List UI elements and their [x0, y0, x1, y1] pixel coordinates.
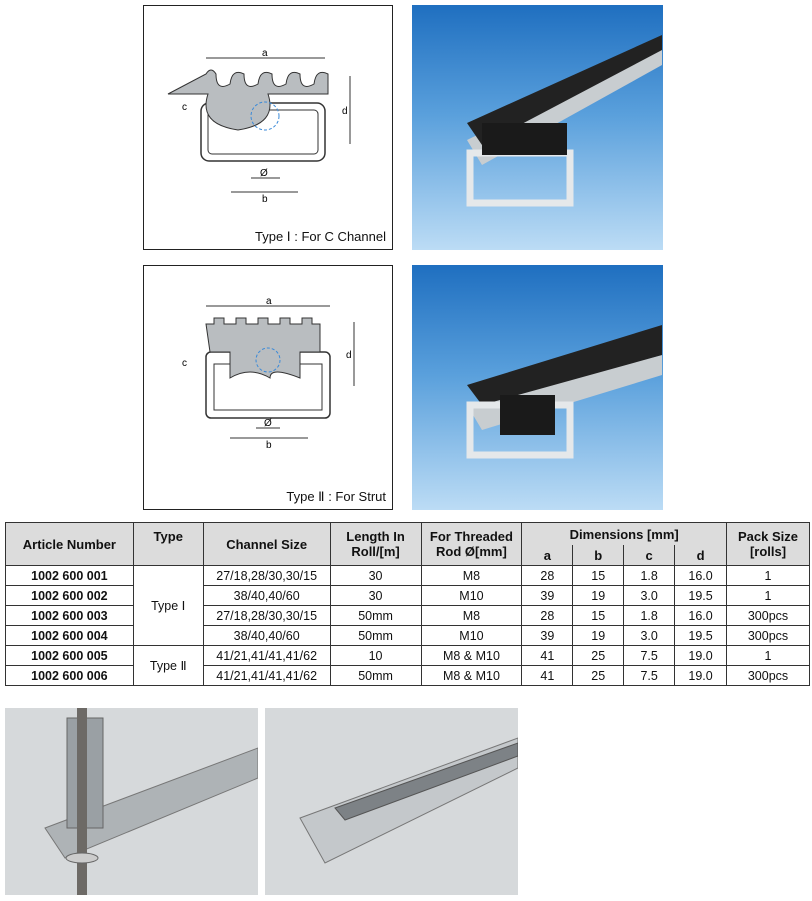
header-pack: Pack Size [rolls]	[726, 522, 810, 566]
cell-pack: 1	[726, 585, 810, 606]
cell-channel: 41/21,41/41,41/62	[202, 645, 331, 666]
svg-text:d: d	[346, 350, 352, 361]
cell-channel: 38/40,40/60	[202, 625, 331, 646]
type2-diagram: a b Ø d c Type Ⅱ : For Strut	[143, 265, 393, 510]
header-a: a	[521, 545, 574, 566]
cell-channel: 27/18,28/30,30/15	[202, 565, 331, 586]
cell-b: 25	[572, 665, 625, 686]
header-length: Length In Roll/[m]	[329, 522, 422, 566]
cell-pack: 300pcs	[726, 625, 810, 646]
cell-rod: M10	[420, 625, 523, 646]
cell-article: 1002 600 002	[5, 585, 134, 606]
cell-type: Type Ⅰ	[132, 565, 204, 646]
cell-pack: 1	[726, 565, 810, 586]
cell-rod: M8	[420, 565, 523, 586]
cell-c: 3.0	[623, 585, 676, 606]
cell-rod: M8 & M10	[420, 645, 523, 666]
svg-text:c: c	[182, 102, 187, 113]
header-article: Article Number	[5, 522, 134, 566]
type2-product-photo	[412, 265, 663, 510]
cell-article: 1002 600 004	[5, 625, 134, 646]
cell-c: 7.5	[623, 645, 676, 666]
cell-a: 39	[521, 585, 574, 606]
cell-c: 7.5	[623, 665, 676, 686]
svg-text:d: d	[342, 106, 348, 117]
cell-b: 19	[572, 585, 625, 606]
cell-d: 16.0	[674, 565, 728, 586]
cell-pack: 300pcs	[726, 665, 810, 686]
cell-d: 19.0	[674, 645, 728, 666]
svg-text:b: b	[262, 194, 268, 205]
cell-d: 19.5	[674, 585, 728, 606]
cell-length: 30	[329, 585, 422, 606]
header-dimensions: Dimensions [mm]	[521, 522, 728, 545]
cell-rod: M8 & M10	[420, 665, 523, 686]
cell-c: 3.0	[623, 625, 676, 646]
cell-b: 15	[572, 605, 625, 626]
svg-text:Ø: Ø	[264, 418, 272, 429]
cell-d: 19.5	[674, 625, 728, 646]
cell-type: Type Ⅱ	[132, 645, 204, 686]
svg-text:a: a	[266, 296, 272, 307]
cell-c: 1.8	[623, 605, 676, 626]
cell-rod: M10	[420, 585, 523, 606]
cell-length: 10	[329, 645, 422, 666]
cell-a: 41	[521, 645, 574, 666]
product-table: Article Number Type Channel Size Length …	[5, 522, 810, 686]
type1-product-photo	[412, 5, 663, 250]
cell-a: 28	[521, 605, 574, 626]
diagram-caption: Type Ⅰ : For C Channel	[254, 229, 386, 244]
cell-length: 50mm	[329, 665, 422, 686]
cell-a: 39	[521, 625, 574, 646]
cell-c: 1.8	[623, 565, 676, 586]
cell-length: 50mm	[329, 625, 422, 646]
header-channel: Channel Size	[202, 522, 331, 566]
header-b: b	[572, 545, 625, 566]
cell-d: 16.0	[674, 605, 728, 626]
cell-b: 25	[572, 645, 625, 666]
cell-a: 28	[521, 565, 574, 586]
header-c: c	[623, 545, 676, 566]
cell-pack: 1	[726, 645, 810, 666]
cell-pack: 300pcs	[726, 605, 810, 626]
svg-text:b: b	[266, 440, 272, 451]
header-type: Type	[132, 522, 204, 566]
cell-length: 50mm	[329, 605, 422, 626]
cell-article: 1002 600 006	[5, 665, 134, 686]
cell-b: 15	[572, 565, 625, 586]
cell-length: 30	[329, 565, 422, 586]
installation-photo-channel	[265, 708, 518, 895]
c-channel-cross-section: a b Ø d c	[167, 48, 351, 205]
cell-article: 1002 600 003	[5, 605, 134, 626]
cell-a: 41	[521, 665, 574, 686]
diagram-caption: Type Ⅱ : For Strut	[286, 489, 386, 504]
strut-cross-section: a b Ø d c	[182, 296, 355, 451]
svg-text:c: c	[182, 358, 187, 369]
cell-article: 1002 600 001	[5, 565, 134, 586]
svg-text:a: a	[262, 48, 268, 59]
header-rod: For Threaded Rod Ø[mm]	[420, 522, 523, 566]
type1-diagram: a b Ø d c Type Ⅰ : For C Channel	[143, 5, 393, 250]
cell-channel: 27/18,28/30,30/15	[202, 605, 331, 626]
installation-photo-rod	[5, 708, 258, 895]
svg-text:Ø: Ø	[260, 168, 268, 179]
cell-channel: 38/40,40/60	[202, 585, 331, 606]
cell-channel: 41/21,41/41,41/62	[202, 665, 331, 686]
header-d: d	[674, 545, 728, 566]
cell-article: 1002 600 005	[5, 645, 134, 666]
cell-d: 19.0	[674, 665, 728, 686]
cell-b: 19	[572, 625, 625, 646]
cell-rod: M8	[420, 605, 523, 626]
